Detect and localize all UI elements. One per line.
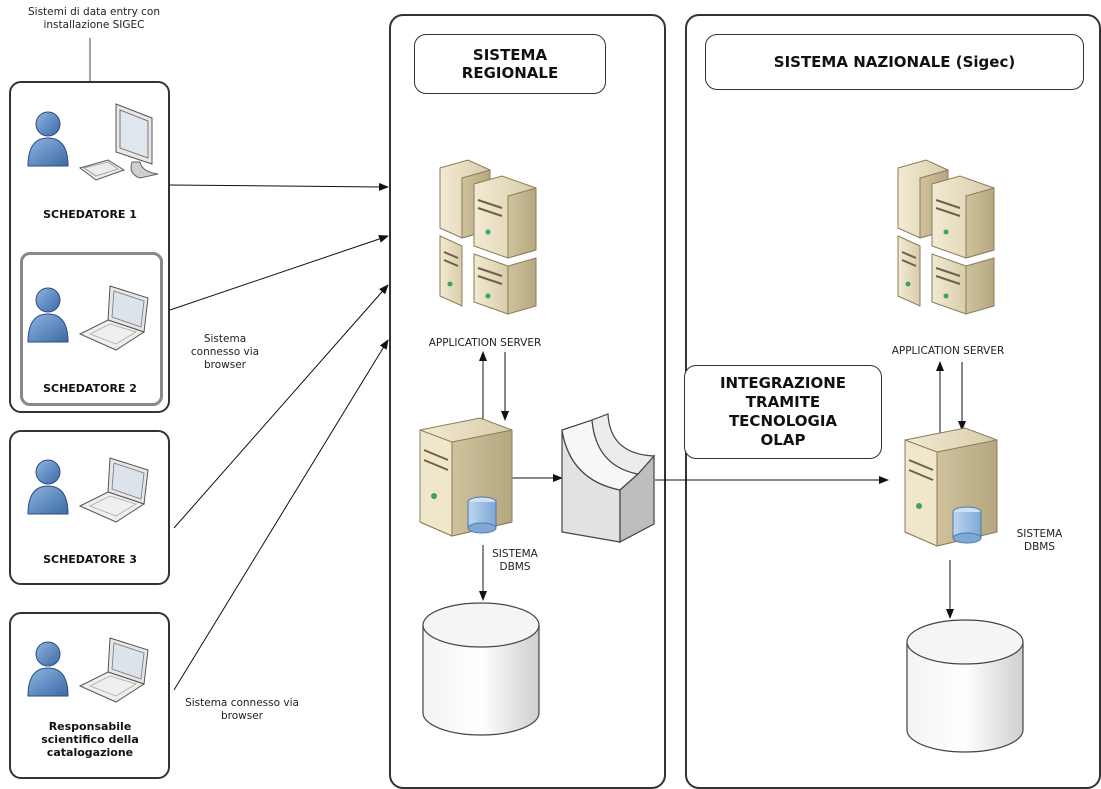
regional-app-server-label: APPLICATION SERVER bbox=[428, 337, 542, 349]
user-label-2: SCHEDATORE 2 bbox=[43, 382, 137, 395]
arrow-user4-regional bbox=[173, 339, 389, 691]
national-title-text: SISTEMA NAZIONALE (Sigec) bbox=[773, 53, 1016, 71]
olap-cube-icon bbox=[561, 413, 656, 543]
user-icon bbox=[27, 459, 69, 515]
national-app-server-label: APPLICATION SERVER bbox=[891, 345, 1005, 357]
user-label-4: Responsabile scientifico della catalogaz… bbox=[41, 720, 139, 759]
laptop-icon bbox=[78, 637, 149, 703]
user-icon bbox=[27, 111, 69, 167]
regional-title: SISTEMA REGIONALE bbox=[414, 34, 606, 94]
database-server-icon bbox=[419, 417, 513, 537]
database-cylinder-icon bbox=[422, 602, 540, 736]
user-icon bbox=[27, 287, 69, 343]
integration-text: INTEGRAZIONE TRAMITE TECNOLOGIA OLAP bbox=[719, 374, 847, 449]
regional-title-text: SISTEMA REGIONALE bbox=[461, 46, 559, 82]
arrow-user1-regional bbox=[169, 182, 389, 191]
server-rack-icon bbox=[897, 159, 995, 315]
arrow-user2-regional bbox=[169, 235, 389, 311]
browser-note-1: Sistema connesso via browser bbox=[190, 333, 260, 371]
user-label-1: SCHEDATORE 1 bbox=[43, 208, 137, 221]
user-box-schedatore-2 bbox=[20, 252, 163, 406]
database-cylinder-icon bbox=[906, 619, 1024, 753]
database-server-icon bbox=[904, 427, 998, 547]
desktop-computer-icon bbox=[78, 103, 159, 181]
national-dbms-label: SISTEMA DBMS bbox=[1016, 528, 1063, 553]
server-rack-icon bbox=[439, 159, 537, 315]
regional-dbms-label: SISTEMA DBMS bbox=[492, 548, 538, 573]
user-label-3: SCHEDATORE 3 bbox=[43, 553, 137, 566]
laptop-icon bbox=[78, 285, 149, 351]
national-title: SISTEMA NAZIONALE (Sigec) bbox=[705, 34, 1084, 90]
laptop-icon bbox=[78, 457, 149, 523]
integration-box: INTEGRAZIONE TRAMITE TECNOLOGIA OLAP bbox=[684, 365, 882, 459]
browser-note-2: Sistema connesso via browser bbox=[185, 697, 299, 722]
header-note: Sistemi di data entry con installazione … bbox=[28, 6, 160, 31]
arrow-user3-regional bbox=[173, 284, 389, 529]
user-icon bbox=[27, 641, 69, 697]
